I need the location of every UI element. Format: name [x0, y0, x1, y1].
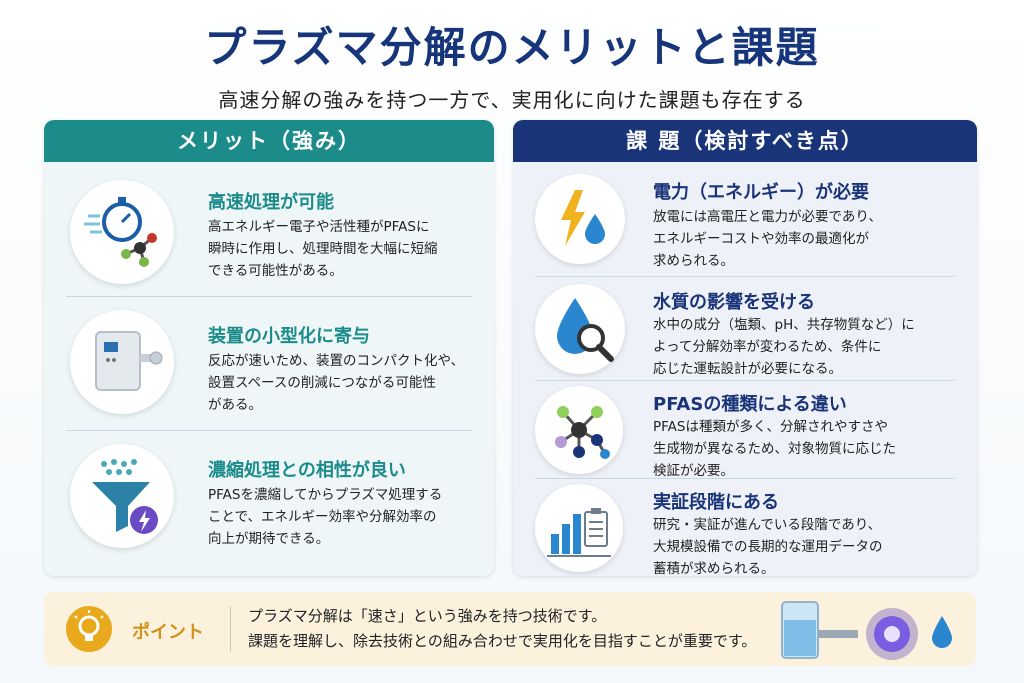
drop-magnifier-icon	[535, 284, 625, 374]
funnel-lightning-icon	[70, 444, 174, 548]
description-line: PFASは種類が多く、分解されやすさや	[653, 419, 888, 435]
description-line: エネルギーコストや効率の最適化が	[653, 231, 869, 247]
issue-title: 水質の影響を受ける	[653, 292, 815, 313]
description-line: 高エネルギー電子や活性種がPFASに	[208, 219, 430, 235]
divider	[535, 478, 955, 479]
merits-panel: メリット（強み）	[44, 120, 494, 576]
lightning-drop-icon	[535, 174, 625, 264]
description-line: 設置スペースの削減につながる可能性	[208, 375, 436, 391]
plasma-treatment-illustration	[774, 596, 964, 662]
divider	[66, 296, 472, 297]
description-line: がある。	[208, 397, 262, 413]
issue-item-pfas-types: PFASの種類による違い PFASは種類が多く、分解されやすさや 生成物が異なる…	[513, 380, 977, 479]
description-line: 水中の成分（塩類、pH、共存物質など）に	[653, 317, 915, 333]
description-line: 蓄積が求められる。	[653, 561, 775, 576]
description-line: できる可能性がある。	[208, 263, 343, 279]
description-line: 生成物が異なるため、対象物質に応じた	[653, 441, 896, 457]
merit-title: 濃縮処理との相性が良い	[208, 460, 406, 481]
issue-title: 実証段階にある	[653, 492, 779, 513]
issue-item-power: 電力（エネルギー）が必要 放電には高電圧と電力が必要であり、 エネルギーコストや…	[513, 162, 977, 276]
merits-heading: メリット（強み）	[44, 120, 494, 162]
description-line: 放電には高電圧と電力が必要であり、	[653, 209, 882, 225]
point-label: ポイント	[132, 622, 204, 643]
description-line: 応じた運転設計が必要になる。	[653, 361, 842, 377]
issue-description: 研究・実証が進んでいる段階であり、 大規模設備での長期的な運用データの 蓄積が求…	[653, 514, 883, 576]
issues-heading: 課 題（検討すべき点）	[513, 120, 977, 162]
divider	[535, 276, 955, 277]
issue-item-water-quality: 水質の影響を受ける 水中の成分（塩類、pH、共存物質など）に よって分解効率が変…	[513, 276, 977, 380]
merit-item-fast-processing: 高速処理が可能 高エネルギー電子や活性種がPFASに 瞬時に作用し、処理時間を大…	[44, 162, 494, 296]
molecule-icon	[535, 386, 623, 474]
issue-title: PFASの種類による違い	[653, 394, 847, 415]
description-line: 研究・実証が進んでいる段階であり、	[653, 517, 882, 533]
description-line: 求められる。	[653, 253, 734, 269]
point-text: プラズマ分解は「速さ」という強みを持つ技術です。 課題を理解し、除去技術との組み…	[248, 604, 756, 654]
issue-item-demonstration: 実証段階にある 研究・実証が進んでいる段階であり、 大規模設備での長期的な運用デ…	[513, 478, 977, 576]
page-subtitle: 高速分解の強みを持つ一方で、実用化に向けた課題も存在する	[218, 88, 806, 112]
page-title: プラズマ分解のメリットと課題	[204, 23, 820, 72]
issue-description: 水中の成分（塩類、pH、共存物質など）に よって分解効率が変わるため、条件に 応…	[653, 314, 915, 380]
issues-panel: 課 題（検討すべき点） 電力（エネルギー）が必要 放電には高電圧と電力が必要であ…	[513, 120, 977, 576]
divider	[230, 606, 231, 652]
merit-title: 装置の小型化に寄与	[208, 326, 370, 347]
description-line: ことで、エネルギー効率や分解効率の	[208, 509, 437, 525]
description-line: 向上が期待できる。	[208, 531, 330, 547]
description-line: 反応が速いため、装置のコンパクト化や、	[208, 353, 465, 369]
issue-title: 電力（エネルギー）が必要	[653, 182, 869, 203]
merit-description: PFASを濃縮してからプラズマ処理する ことで、エネルギー効率や分解効率の 向上…	[208, 484, 442, 550]
description-line: よって分解効率が変わるため、条件に	[653, 339, 882, 355]
merit-title: 高速処理が可能	[208, 192, 334, 213]
merit-description: 反応が速いため、装置のコンパクト化や、 設置スペースの削減につながる可能性 があ…	[208, 350, 464, 416]
divider	[535, 380, 955, 381]
description-line: 検証が必要。	[653, 463, 734, 479]
description-line: PFASを濃縮してからプラズマ処理する	[208, 487, 443, 503]
issue-description: PFASは種類が多く、分解されやすさや 生成物が異なるため、対象物質に応じた 検…	[653, 416, 896, 482]
issue-description: 放電には高電圧と電力が必要であり、 エネルギーコストや効率の最適化が 求められる…	[653, 206, 882, 272]
divider	[66, 430, 472, 431]
lightbulb-icon	[66, 606, 112, 652]
description-line: 瞬時に作用し、処理時間を大幅に短縮	[208, 241, 438, 257]
merit-item-concentration: 濃縮処理との相性が良い PFASを濃縮してからプラズマ処理する ことで、エネルギ…	[44, 430, 494, 576]
point-box: ポイント プラズマ分解は「速さ」という強みを持つ技術です。 課題を理解し、除去技…	[44, 592, 976, 666]
merit-item-compact: 装置の小型化に寄与 反応が速いため、装置のコンパクト化や、 設置スペースの削減に…	[44, 296, 494, 430]
stopwatch-molecule-icon	[70, 180, 174, 284]
point-line: プラズマ分解は「速さ」という強みを持つ技術です。	[248, 607, 607, 625]
point-line: 課題を理解し、除去技術との組み合わせで実用化を目指すことが重要です。	[248, 632, 757, 650]
bar-chart-clipboard-icon	[535, 484, 623, 572]
compact-device-icon	[70, 310, 174, 414]
merit-description: 高エネルギー電子や活性種がPFASに 瞬時に作用し、処理時間を大幅に短縮 できる…	[208, 216, 438, 282]
description-line: 大規模設備での長期的な運用データの	[653, 539, 883, 555]
